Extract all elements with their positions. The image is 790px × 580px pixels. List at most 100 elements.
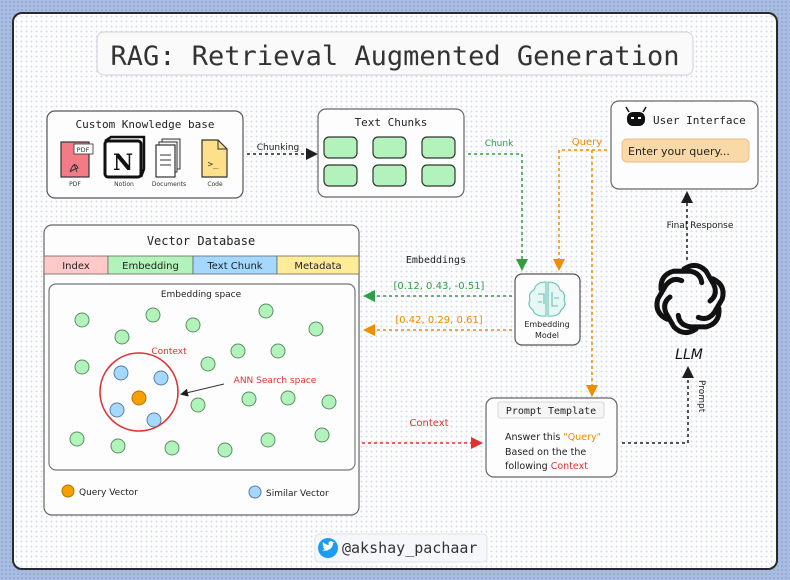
final-response-label: Final Response (667, 221, 734, 231)
pdf-icon: PDF (60, 141, 94, 178)
ann-search-circle (99, 352, 179, 432)
context-circle-label: Context (151, 347, 187, 357)
data-vector-point (321, 394, 337, 410)
query-vector-point (131, 390, 147, 406)
data-vector-point (74, 359, 90, 375)
text-chunk (323, 164, 358, 187)
svg-text:PDF: PDF (77, 146, 90, 154)
embedding-space-title: Embedding space (161, 290, 242, 300)
text-chunk (372, 136, 407, 159)
query-to-embedding-arrow (553, 149, 607, 271)
text-chunk (421, 164, 456, 187)
prompt-line2: Based on the the (505, 447, 586, 458)
embedding-model-line1: Embedding (524, 320, 569, 329)
logo-segment (695, 276, 726, 322)
similar-vector-point (113, 365, 129, 381)
prompt-template-title: Prompt Template (506, 406, 596, 417)
knowledge-base-box: Custom Knowledge base PDF PDF N Notion D… (46, 110, 244, 199)
similar-vector-point (153, 370, 169, 386)
data-vector-point (314, 427, 330, 443)
query-vector-value: [0.42, 0.29, 0.61] (395, 315, 482, 326)
query-label: Query (572, 137, 602, 148)
text-chunk (372, 164, 407, 187)
chunk-label: Chunk (485, 139, 514, 149)
data-vector-point (69, 431, 85, 447)
data-vector-point (164, 440, 180, 456)
embedding-model-box: Embedding Model (514, 273, 581, 346)
data-vector-point (308, 321, 324, 337)
db-column-label: Index (62, 261, 90, 272)
twitter-handle-badge[interactable]: @akshay_pachaar (314, 533, 488, 563)
documents-label: Documents (152, 181, 186, 188)
prompt-arrow (622, 366, 694, 444)
robot-icon (625, 106, 647, 126)
llm-label: LLM (675, 347, 703, 363)
documents-icon (155, 138, 181, 178)
data-vector-point (258, 303, 274, 319)
db-column-label: Metadata (294, 261, 341, 272)
similar-vector-point (109, 402, 125, 418)
chunk-grid (323, 136, 456, 187)
brain-circuit-icon (528, 281, 566, 317)
data-vector-point (260, 432, 276, 448)
data-vector-point (185, 317, 201, 333)
data-vector-point (190, 397, 206, 413)
legend-query-label: Query Vector (79, 488, 138, 498)
data-vector-point (230, 343, 246, 359)
chunk-arrow (468, 153, 528, 271)
twitter-handle: @akshay_pachaar (342, 539, 477, 557)
notion-label: Notion (114, 181, 134, 188)
legend: Query Vector Similar Vector (61, 484, 329, 499)
openai-logo-icon (654, 263, 726, 335)
chunk-vector-value: [0.12, 0.43, -0.51] (394, 281, 485, 292)
rag-diagram: RAG: Retrieval Augmented Generation Cust… (43, 31, 759, 563)
query-input[interactable] (621, 138, 750, 163)
vector-database-title: Vector Database (147, 234, 255, 248)
logo-segment (681, 263, 718, 304)
data-vector-point (74, 312, 90, 328)
logo-segment (654, 276, 685, 322)
code-label: Code (207, 181, 223, 188)
context-arrow-label: Context (409, 418, 448, 429)
ann-search-label: ANN Search space (234, 376, 317, 386)
db-column-label: Text Chunk (206, 261, 262, 272)
text-chunk (323, 136, 358, 159)
chunking-label: Chunking (257, 143, 300, 153)
text-chunks-box: Text Chunks (317, 108, 465, 198)
diagram-card: RAG: Retrieval Augmented Generation Cust… (12, 12, 778, 570)
data-vector-point (280, 390, 296, 406)
user-interface-title: User Interface (653, 114, 746, 127)
query-input-placeholder: Enter your query... (628, 145, 730, 158)
ann-pointer-arrow (180, 383, 225, 397)
pdf-label: PDF (69, 181, 81, 188)
data-vector-point (200, 356, 216, 372)
data-vector-point (110, 438, 126, 454)
data-vector-point (270, 343, 286, 359)
embedding-points (69, 303, 337, 458)
data-vector-point (145, 307, 161, 323)
logo-segment (662, 294, 699, 335)
svg-text:>_: >_ (208, 160, 219, 170)
legend-similar-label: Similar Vector (266, 489, 329, 499)
knowledge-base-title: Custom Knowledge base (75, 118, 214, 131)
user-interface-box: User Interface Enter your query... (610, 100, 759, 190)
logo-segment (675, 306, 722, 330)
title-box: RAG: Retrieval Augmented Generation (96, 31, 694, 76)
prompt-line1: Answer this "Query" (505, 432, 601, 443)
prompt-line3: following Context (505, 461, 588, 472)
legend-query-swatch (61, 484, 75, 498)
similar-vector-point (146, 412, 162, 428)
page-title: RAG: Retrieval Augmented Generation (111, 41, 680, 72)
text-chunks-title: Text Chunks (355, 116, 428, 129)
embeddings-label: Embeddings (406, 255, 466, 266)
prompt-arrow-label: Prompt (696, 380, 706, 413)
data-vector-point (217, 442, 233, 458)
data-vector-point (114, 329, 130, 345)
legend-similar-swatch (248, 485, 262, 499)
svg-text:N: N (113, 150, 133, 176)
prompt-template-box: Prompt Template Answer this "Query" Base… (485, 397, 618, 478)
text-chunk (421, 136, 456, 159)
logo-segment (658, 268, 705, 292)
